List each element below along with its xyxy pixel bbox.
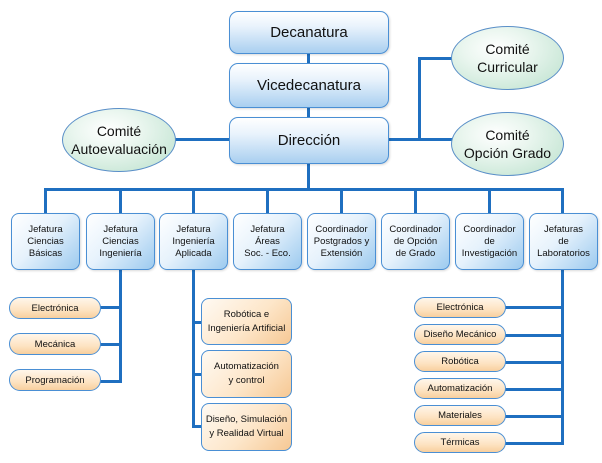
committee-autoevaluacion: Comité Autoevaluación [62,108,176,172]
connector-direccion-autoevaluacion [175,138,229,141]
unit-label: Coordinador Postgrados y Extensión [313,223,370,259]
drop-unit-4 [266,188,269,213]
lab-automatizacion: Automatización [414,378,506,399]
unit-label: Jefatura Ciencias Básicas [27,223,64,259]
ci-branch-h1 [100,306,122,309]
area-mecanica: Mecánica [9,333,101,355]
lab-branch-h4 [505,388,564,391]
node-label: Dirección [277,132,341,149]
unit-ingenieria-aplicada: Jefatura Ingeniería Aplicada [159,213,228,270]
connector-committees-vertical [418,57,421,141]
area-diseno-simulacion: Diseño, Simulación y Realidad Virtual [201,403,292,451]
lab-label: Diseño Mecánico [423,329,497,340]
node-vicedecanatura: Vicedecanatura [229,63,389,108]
lab-termicas: Térmicas [414,432,506,453]
unit-label: Coordinador de Investigación [461,223,518,259]
drop-unit-2 [119,188,122,213]
committee-opcion-grado: Comité Opción Grado [451,112,564,176]
committee-label: Comité Autoevaluación [71,123,167,157]
lab-branch-h6 [505,442,564,445]
lab-label: Materiales [438,410,482,421]
ci-branch-vertical [119,270,122,383]
unit-label: Jefaturas de Laboratorios [537,223,590,259]
area-label: Mecánica [34,338,76,350]
ia-branch-h3 [192,425,202,428]
unit-postgrados-extension: Coordinador Postgrados y Extensión [307,213,376,270]
unit-label: Jefatura Áreas Soc. - Eco. [244,223,291,259]
lab-electronica: Electrónica [414,297,506,318]
unit-ciencias-basicas: Jefatura Ciencias Básicas [11,213,80,270]
lab-label: Automatización [427,383,493,394]
unit-areas-soc-eco: Jefatura Áreas Soc. - Eco. [233,213,302,270]
lab-branch-h5 [505,415,564,418]
connector-curricular [418,57,452,60]
node-direccion: Dirección [229,117,389,164]
lab-label: Térmicas [440,437,480,448]
lab-branch-h2 [505,334,564,337]
drop-unit-8 [561,188,564,213]
units-bus [44,188,563,191]
unit-opcion-grado: Coordinador de Opción de Grado [381,213,450,270]
lab-branch-h1 [505,306,564,309]
ia-branch-h1 [192,321,202,324]
unit-label: Jefatura Ingeniería Aplicada [172,223,215,259]
lab-label: Robótica [441,356,479,367]
lab-branch-h3 [505,361,564,364]
committee-curricular: Comité Curricular [451,26,564,90]
drop-unit-3 [192,188,195,213]
ci-branch-h3 [100,380,122,383]
area-robotica-ia: Robótica e Ingeniería Artificial [201,298,292,345]
unit-investigacion: Coordinador de Investigación [455,213,524,270]
area-label: Robótica e Ingeniería Artificial [207,308,286,334]
area-label: Programación [25,374,85,386]
node-label: Vicedecanatura [257,77,361,94]
connector-vicedecanatura-direccion [307,107,310,117]
lab-robotica: Robótica [414,351,506,372]
lab-materiales: Materiales [414,405,506,426]
area-label: Diseño, Simulación y Realidad Virtual [205,414,288,439]
area-label: Electrónica [31,302,79,314]
unit-ciencias-ingenieria: Jefatura Ciencias Ingeniería [86,213,155,270]
connector-decanatura-vicedecanatura [307,53,310,63]
area-automatizacion-control: Automatización y control [201,350,292,398]
ia-branch-h2 [192,373,202,376]
drop-unit-1 [44,188,47,213]
area-label: Automatización y control [214,361,279,386]
area-electronica: Electrónica [9,297,101,319]
node-label: Decanatura [270,24,348,41]
drop-unit-6 [414,188,417,213]
lab-diseno-mecanico: Diseño Mecánico [414,324,506,345]
lab-label: Electrónica [436,302,484,313]
node-decanatura: Decanatura [229,11,389,54]
drop-unit-7 [488,188,491,213]
lab-branch-vertical [561,270,564,445]
unit-label: Coordinador de Opción de Grado [389,223,442,259]
drop-unit-5 [340,188,343,213]
connector-direccion-bus [307,163,310,190]
committee-label: Comité Opción Grado [463,127,552,161]
unit-laboratorios: Jefaturas de Laboratorios [529,213,598,270]
committee-label: Comité Curricular [477,41,538,75]
unit-label: Jefatura Ciencias Ingeniería [99,223,142,259]
ci-branch-h2 [100,343,122,346]
ia-branch-vertical [192,270,195,428]
area-programacion: Programación [9,369,101,391]
